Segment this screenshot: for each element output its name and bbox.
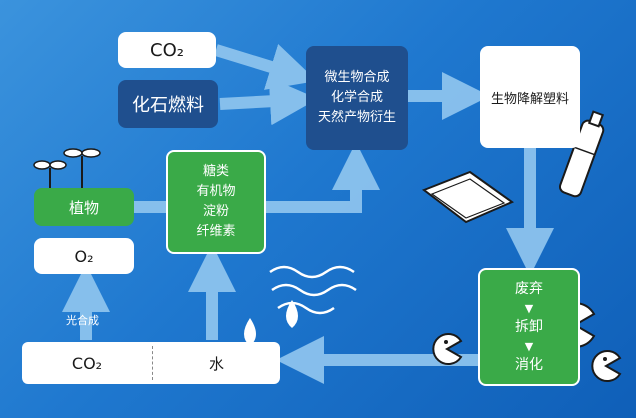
co2-source-box: CO₂ [118,32,216,68]
biodegradable-plastic-label: 生物降解塑料 [490,91,569,107]
carbohydrates-box: 糖类 有机物 淀粉 纤维素 [166,150,266,254]
photosynthesis-label: 光合成 [66,314,99,327]
carbohydrate-line: 淀粉 [202,204,229,219]
plant-label: 植物 [68,198,99,217]
plastic-tray-icon [421,170,515,224]
sprout-icon [33,160,67,188]
degradation-step: 废弃 [515,280,543,297]
arrow-sugars-to-synthesis [266,142,380,213]
arrow-fossil-to-synthesis [219,77,318,126]
degradation-box: 废弃 ▼ 拆卸 ▼ 消化 [478,268,580,386]
water-droplet-icon [244,318,256,346]
synthesis-line: 化学合成 [330,90,383,105]
degradation-step: 消化 [515,356,543,373]
biodegradable-plastic-box: 生物降解塑料 [480,46,580,148]
synthesis-box: 微生物合成 化学合成 天然产物衍生 [306,46,408,150]
divider [152,346,153,380]
water-label: 水 [208,354,224,373]
sprout-icon [63,148,101,188]
oxygen-label: O₂ [74,246,94,266]
degradation-step: 拆卸 [515,318,543,335]
synthesis-line: 天然产物衍生 [317,110,396,125]
co2-water-box: CO₂ 水 [22,342,280,384]
fossil-fuel-box: 化石燃料 [118,80,218,128]
plant-box: 植物 [34,188,134,226]
co2-source-label: CO₂ [150,39,184,61]
synthesis-line: 微生物合成 [324,70,390,85]
microbe-pacman-icon [432,333,463,365]
water-waves-icon [269,265,357,315]
carbohydrate-line: 糖类 [202,164,229,179]
water-droplet-icon [286,300,298,328]
co2-return-label: CO₂ [71,353,103,373]
down-arrow-icon: ▼ [524,301,534,315]
carbohydrate-line: 纤维素 [196,224,236,239]
arrow-co2-to-synthesis [214,44,317,90]
microbe-pacman-icon [591,350,622,382]
down-arrow-icon: ▼ [524,339,534,353]
fossil-fuel-label: 化石燃料 [132,95,204,116]
plastic-bottle-icon [558,110,605,198]
oxygen-box: O₂ [34,238,134,274]
carbohydrate-line: 有机物 [196,184,236,199]
